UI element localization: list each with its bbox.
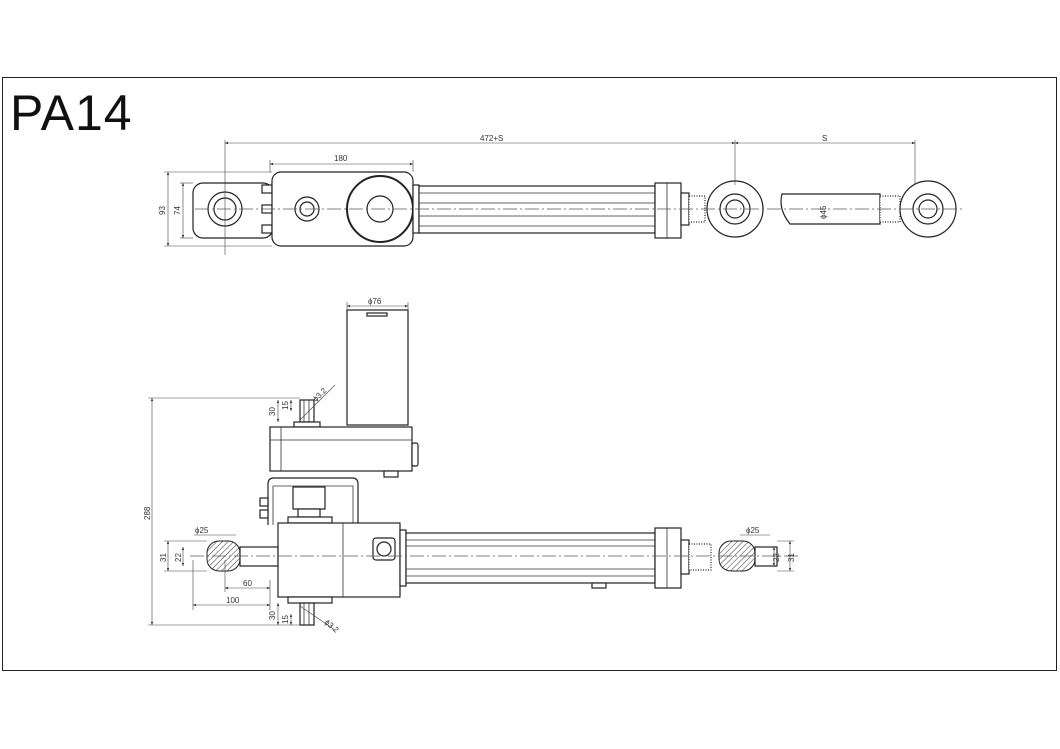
dim-right-eye-diameter: ϕ25 (746, 526, 760, 535)
dim-left-22: 22 (174, 553, 183, 562)
dim-overall-length: 472+S (480, 134, 503, 143)
drawing-frame (2, 77, 1057, 671)
dim-pin-bottom-15: 15 (281, 615, 290, 624)
dim-right-22: 22 (772, 553, 781, 562)
dim-left-eye-diameter: ϕ25 (195, 526, 209, 535)
dim-pin-top-dia: ϕ3.2 (311, 386, 329, 404)
side-view: ϕ76 288 30 15 ϕ3.2 30 15 ϕ3.2 ϕ25 31 22 … (143, 297, 800, 635)
dim-left-31: 31 (159, 553, 168, 562)
dim-motor-diameter: ϕ76 (368, 297, 382, 306)
dim-rod-diameter: ϕ45 (819, 205, 828, 219)
dim-body-length: 180 (334, 154, 348, 163)
dim-offset-60: 60 (243, 579, 252, 588)
dim-total-height: 288 (143, 506, 152, 520)
dim-pin-bottom-dia: ϕ3.2 (323, 618, 341, 635)
dim-pin-bottom-30: 30 (268, 611, 277, 620)
model-title: PA14 (10, 85, 133, 141)
dim-pin-top-30: 30 (268, 407, 277, 416)
dim-offset-100: 100 (226, 596, 240, 605)
dim-height-inner: 74 (173, 206, 182, 215)
dim-pin-top-15: 15 (281, 401, 290, 410)
top-view: 472+S S 180 93 74 ϕ45 (158, 134, 965, 255)
dim-height-outer: 93 (158, 206, 167, 215)
dim-stroke: S (822, 134, 827, 143)
dim-right-31: 31 (787, 553, 796, 562)
